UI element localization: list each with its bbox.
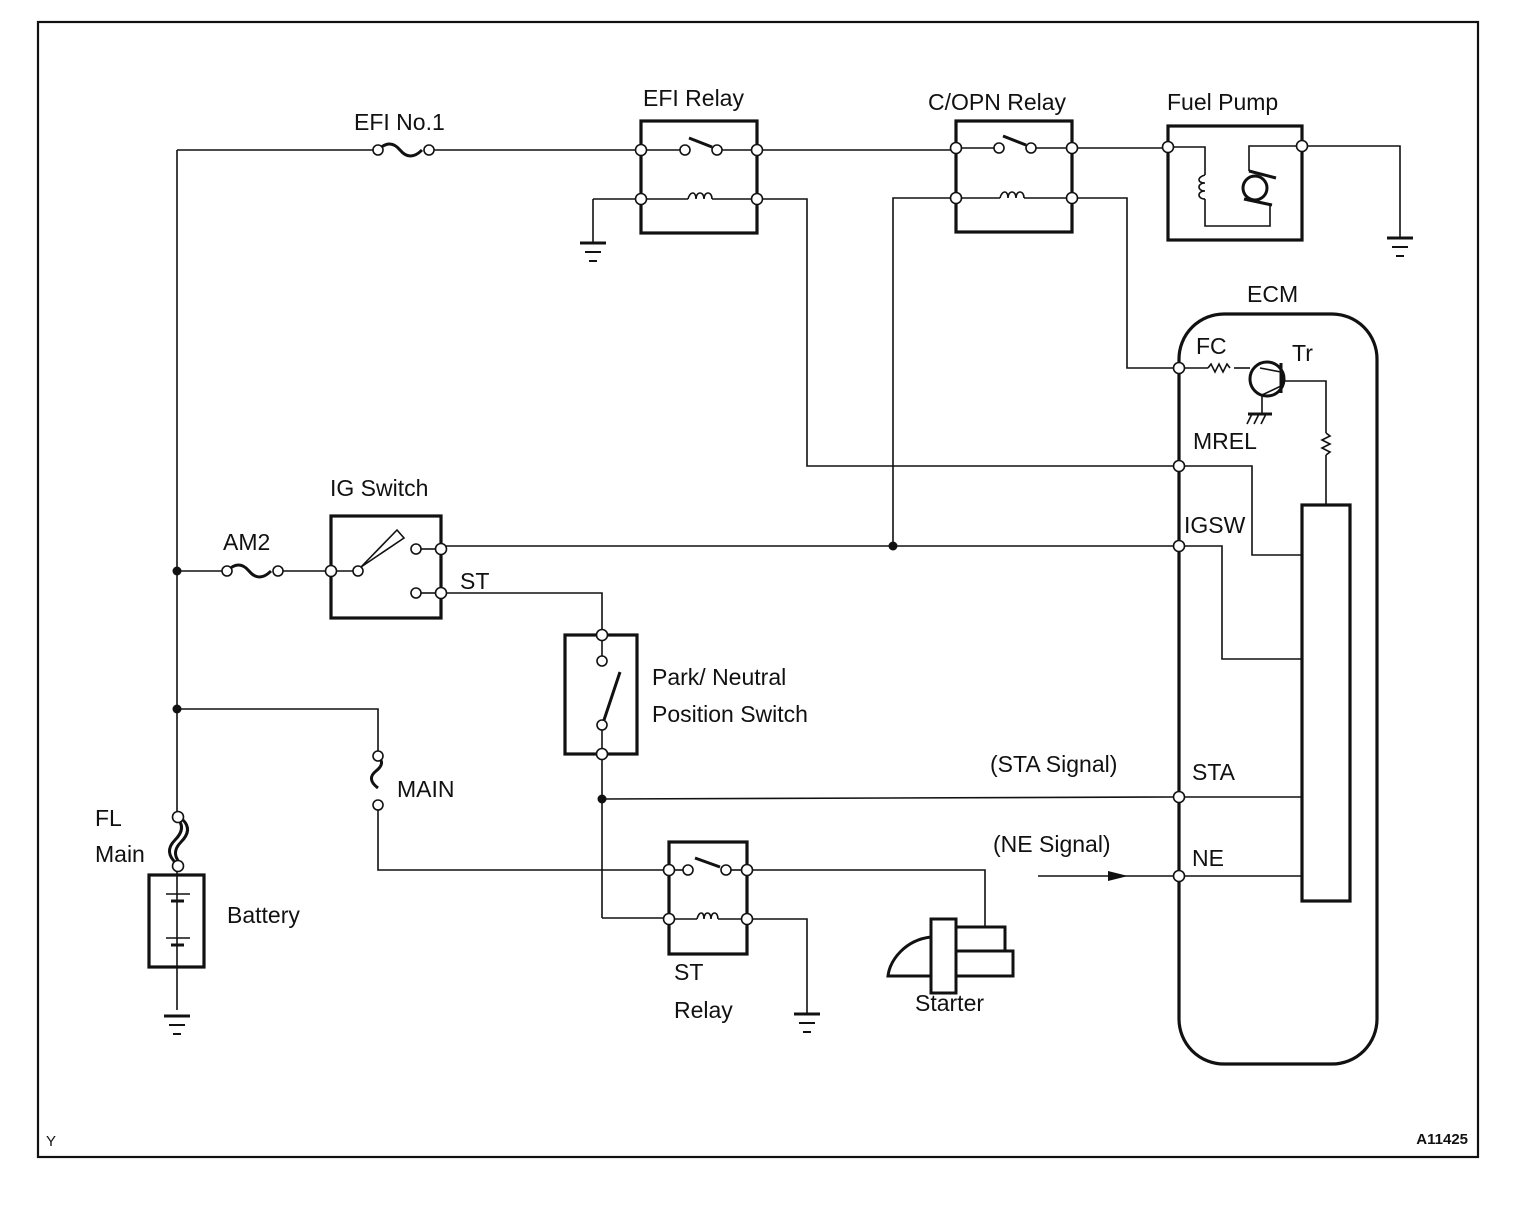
ig-switch: IG Switch ST bbox=[324, 475, 489, 620]
ground-icon bbox=[162, 1014, 192, 1036]
battery: Battery bbox=[147, 871, 300, 1010]
ne-signal-arrow-icon bbox=[1108, 871, 1128, 881]
ecm-label: ECM bbox=[1247, 281, 1298, 307]
st-relay-label-2: Relay bbox=[674, 997, 733, 1023]
efi-no1-label: EFI No.1 bbox=[354, 109, 445, 135]
ground-icon bbox=[792, 1012, 822, 1034]
battery-label: Battery bbox=[227, 902, 300, 928]
pn-switch-label-2: Position Switch bbox=[652, 701, 808, 727]
copn-relay: C/OPN Relay bbox=[928, 89, 1079, 234]
ne-terminal-label: NE bbox=[1192, 845, 1224, 871]
st-relay-label-1: ST bbox=[674, 959, 703, 985]
mrel-terminal-label: MREL bbox=[1193, 428, 1257, 454]
fl-main-fusible-link: FL Main bbox=[95, 805, 189, 873]
ecm: ECM FC Tr MREL IGSW STA NE bbox=[1172, 281, 1379, 1066]
st-terminal-label: ST bbox=[460, 568, 489, 594]
st-relay: ST Relay bbox=[662, 840, 754, 1023]
transistor-label: Tr bbox=[1292, 340, 1313, 366]
ground-icon bbox=[578, 241, 608, 263]
sta-terminal-label: STA bbox=[1192, 759, 1236, 785]
ig-switch-label: IG Switch bbox=[330, 475, 428, 501]
starter-label: Starter bbox=[915, 990, 984, 1016]
ground-icon bbox=[1385, 236, 1415, 258]
fl-main-label: Main bbox=[95, 841, 145, 867]
efi-relay-label: EFI Relay bbox=[643, 85, 744, 111]
ne-signal-label: (NE Signal) bbox=[993, 831, 1111, 857]
fc-terminal-label: FC bbox=[1196, 333, 1227, 359]
copn-relay-label: C/OPN Relay bbox=[928, 89, 1067, 115]
junction-dot bbox=[888, 541, 898, 551]
fuel-pump-label: Fuel Pump bbox=[1167, 89, 1278, 115]
igsw-terminal-label: IGSW bbox=[1184, 512, 1246, 538]
corner-mark: Y bbox=[46, 1133, 56, 1150]
pn-switch-label-1: Park/ Neutral bbox=[652, 664, 786, 690]
main-fuse-label: MAIN bbox=[397, 776, 455, 802]
ecm-internal-block bbox=[1300, 503, 1352, 903]
sta-signal-label: (STA Signal) bbox=[990, 751, 1117, 777]
fl-label: FL bbox=[95, 805, 122, 831]
starter-motor: Starter bbox=[886, 917, 1015, 1016]
fuel-pump: Fuel Pump bbox=[1161, 89, 1309, 242]
efi-no1-fuse: EFI No.1 bbox=[354, 109, 445, 158]
am2-label: AM2 bbox=[223, 529, 270, 555]
main-fuse: MAIN bbox=[370, 750, 455, 811]
am2-fuse: AM2 bbox=[221, 529, 284, 579]
figure-code: A11425 bbox=[1416, 1131, 1468, 1148]
park-neutral-position-switch: Park/ Neutral Position Switch bbox=[563, 628, 808, 761]
efi-relay: EFI Relay bbox=[634, 85, 764, 235]
diagram-frame bbox=[36, 20, 1480, 1159]
